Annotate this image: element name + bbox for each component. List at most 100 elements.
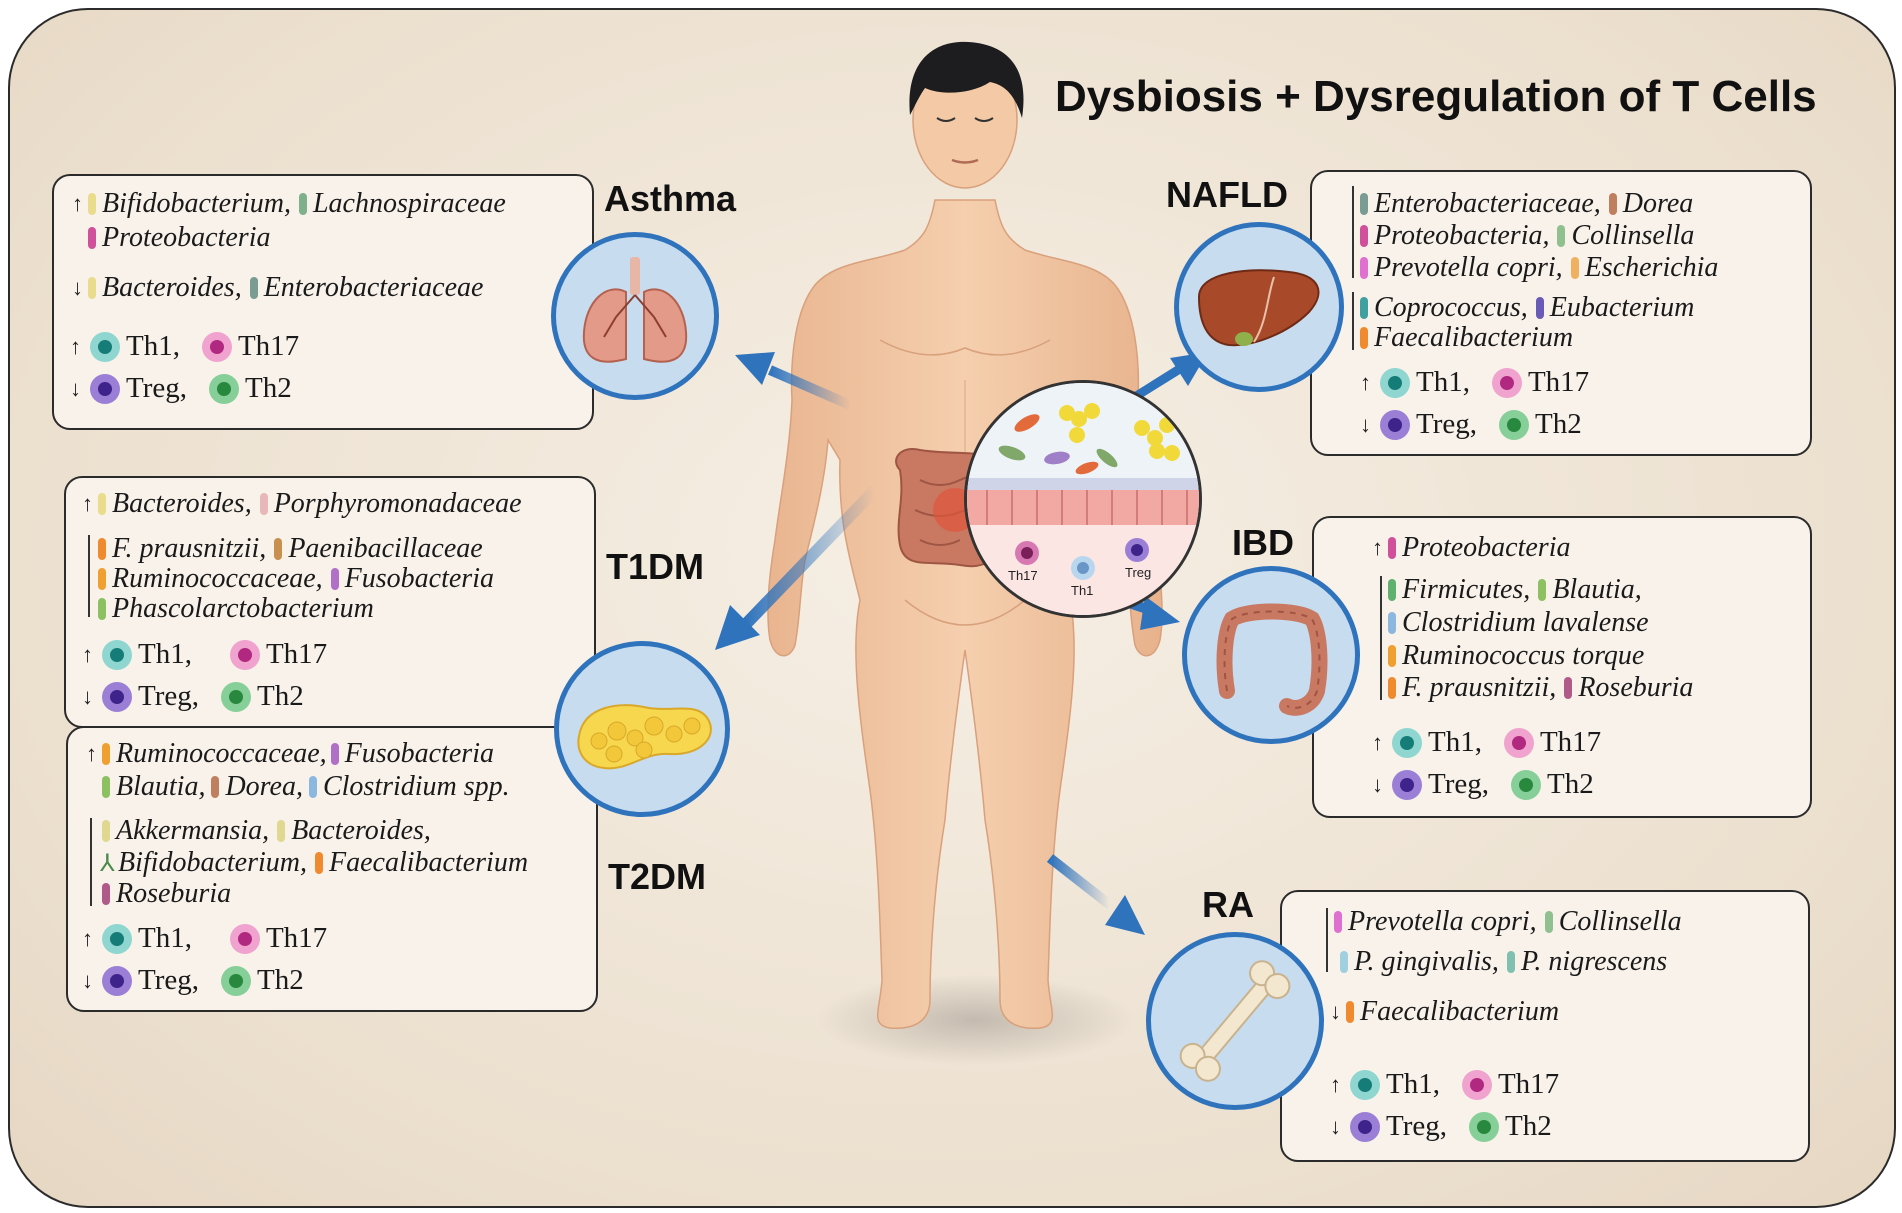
ra-down-line-1: ↓Faecalibacterium [1330, 996, 1560, 1027]
th2-cell-icon [220, 965, 251, 996]
floor-shadow [815, 975, 1135, 1065]
ra-up-line-2: P. gingivalis, P. nigrescens [1340, 946, 1667, 978]
inset-label-treg: Treg [1125, 565, 1152, 580]
ibd-up-line-1: ↑Proteobacteria [1372, 532, 1571, 563]
t2dm-down-bracket [90, 818, 92, 906]
t2dm-title: T2DM [608, 856, 706, 897]
treg-cell-icon [102, 681, 132, 712]
nafld-down-line-2: Faecalibacterium [1360, 322, 1573, 354]
treg-cell-icon [90, 373, 120, 404]
t2dm-down-line-3: Roseburia [102, 878, 231, 910]
inset-label-th17: Th17 [1008, 568, 1038, 583]
treg-cell-icon [1392, 769, 1422, 800]
nafld-cells-up: ↑Th1, Th17 [1360, 366, 1590, 398]
th1-cell-icon [102, 923, 132, 954]
t2dm-down-line-1: Akkermansia, Bacteroides, [102, 815, 431, 847]
nafld-cells-down: ↓Treg, Th2 [1360, 408, 1582, 440]
th17-cell-icon [229, 639, 260, 670]
th17-cell-icon [1461, 1069, 1492, 1100]
bone-icon [1179, 960, 1291, 1082]
bone-organ-circle [1146, 932, 1324, 1110]
nafld-up-bracket [1352, 186, 1354, 278]
th2-cell-icon [208, 373, 239, 404]
asthma-title: Asthma [604, 178, 737, 219]
bacteria-cluster [998, 403, 1180, 475]
colon-organ-circle [1182, 566, 1360, 744]
t1dm-panel [64, 476, 596, 728]
t1dm-title: T1DM [606, 546, 704, 587]
ibd-down-line-1: Firmicutes, Blautia, [1388, 574, 1642, 606]
gut-inset-illustration [967, 383, 1199, 615]
epithelium [967, 490, 1199, 525]
t1dm-down-bracket [88, 535, 90, 617]
th1-cell-icon [1392, 727, 1422, 758]
nafld-up-line-2: Proteobacteria, Collinsella [1360, 220, 1694, 252]
ra-up-line-1: Prevotella copri, Collinsella [1334, 906, 1682, 938]
asthma-up-line-1: ↑Bifidobacterium, Lachnospiraceae [72, 188, 506, 219]
nafld-panel [1310, 170, 1812, 456]
gut-inset: Th17 Th1 Treg [964, 380, 1202, 618]
ibd-down-line-2: Clostridium lavalense [1388, 607, 1649, 639]
nafld-down-bracket [1352, 292, 1354, 350]
th2-cell-icon [1498, 409, 1529, 440]
figure-title: Dysbiosis + Dysregulation of T Cells [1055, 72, 1817, 121]
t2dm-cells-down: ↓Treg, Th2 [82, 964, 304, 996]
treg-cell-icon [102, 965, 132, 996]
th1-cell-icon [90, 331, 120, 362]
t2dm-cells-up: ↑Th1, Th17 [82, 922, 328, 954]
ibd-down-line-3: Ruminococcus torque [1388, 640, 1644, 672]
arrow-to-asthma [735, 352, 853, 410]
th1-cell-icon [102, 639, 132, 670]
arrow-to-ra [1046, 854, 1145, 935]
th17-cell-icon [1491, 367, 1522, 398]
nafld-down-line-1: Coprococcus, Eubacterium [1360, 292, 1694, 324]
t1dm-down-line-2: Ruminococcaceae, Fusobacteria [98, 563, 494, 595]
nafld-up-line-3: Prevotella copri, Escherichia [1360, 252, 1718, 284]
ibd-panel [1312, 516, 1812, 818]
th1-cell-icon [1350, 1069, 1380, 1100]
asthma-down-line-1: ↓Bacteroides, Enterobacteriaceae [72, 272, 484, 303]
pancreas-organ-circle [554, 641, 730, 817]
ra-cells-down: ↓Treg, Th2 [1330, 1110, 1552, 1142]
treg-cell-icon [1380, 409, 1410, 440]
arrow-to-t1dm-t2dm [715, 485, 880, 650]
mouth [951, 158, 979, 164]
t1dm-cells-down: ↓Treg, Th2 [82, 680, 304, 712]
nafld-up-line-1: Enterobacteriaceae, Dorea [1360, 188, 1693, 220]
t2dm-down-line-2: ⅄Bifidobacterium, Faecalibacterium [100, 847, 529, 878]
liver-organ-circle [1174, 222, 1344, 392]
ibd-down-bracket [1380, 576, 1382, 700]
t2dm-up-line-1: ↑Ruminococcaceae, Fusobacteria [86, 738, 494, 769]
t1dm-down-line-1: F. prausnitzii, Paenibacillaceae [98, 533, 483, 565]
closed-eye-right [974, 117, 994, 122]
t2dm-up-line-2: Blautia, Dorea, Clostridium spp. [102, 771, 510, 803]
th2-cell-icon [1468, 1111, 1499, 1142]
t1dm-cells-up: ↑Th1, Th17 [82, 638, 328, 670]
pancreas-icon [577, 704, 712, 770]
th17-cell-icon [229, 923, 260, 954]
treg-cell-icon [1350, 1111, 1380, 1142]
th2-cell-icon [1510, 769, 1541, 800]
liver-icon [1197, 269, 1320, 347]
hair [909, 41, 1024, 118]
t1dm-up-line-1: ↑Bacteroides, Porphyromonadaceae [82, 488, 522, 519]
ra-up-bracket [1326, 908, 1328, 972]
ibd-cells-up: ↑Th1, Th17 [1372, 726, 1602, 758]
ra-title: RA [1202, 884, 1254, 925]
th2-cell-icon [220, 681, 251, 712]
nafld-title: NAFLD [1166, 174, 1288, 215]
lungs-organ-circle [551, 232, 719, 400]
ra-cells-up: ↑Th1, Th17 [1330, 1068, 1560, 1100]
asthma-cells-up: ↑Th1, Th17 [70, 330, 300, 362]
th17-cell-icon [201, 331, 232, 362]
ibd-down-line-4: F. prausnitzii, Roseburia [1388, 672, 1693, 704]
asthma-cells-down: ↓Treg, Th2 [70, 372, 292, 404]
ibd-title: IBD [1232, 522, 1294, 563]
asthma-up-line-2: Proteobacteria [88, 222, 270, 254]
th1-cell-icon [1380, 367, 1410, 398]
t1dm-down-line-3: Phascolarctobacterium [98, 593, 374, 625]
ibd-cells-down: ↓Treg, Th2 [1372, 768, 1594, 800]
colon-icon [1216, 603, 1328, 716]
closed-eye-left [936, 117, 956, 122]
t2dm-panel [66, 726, 598, 1012]
